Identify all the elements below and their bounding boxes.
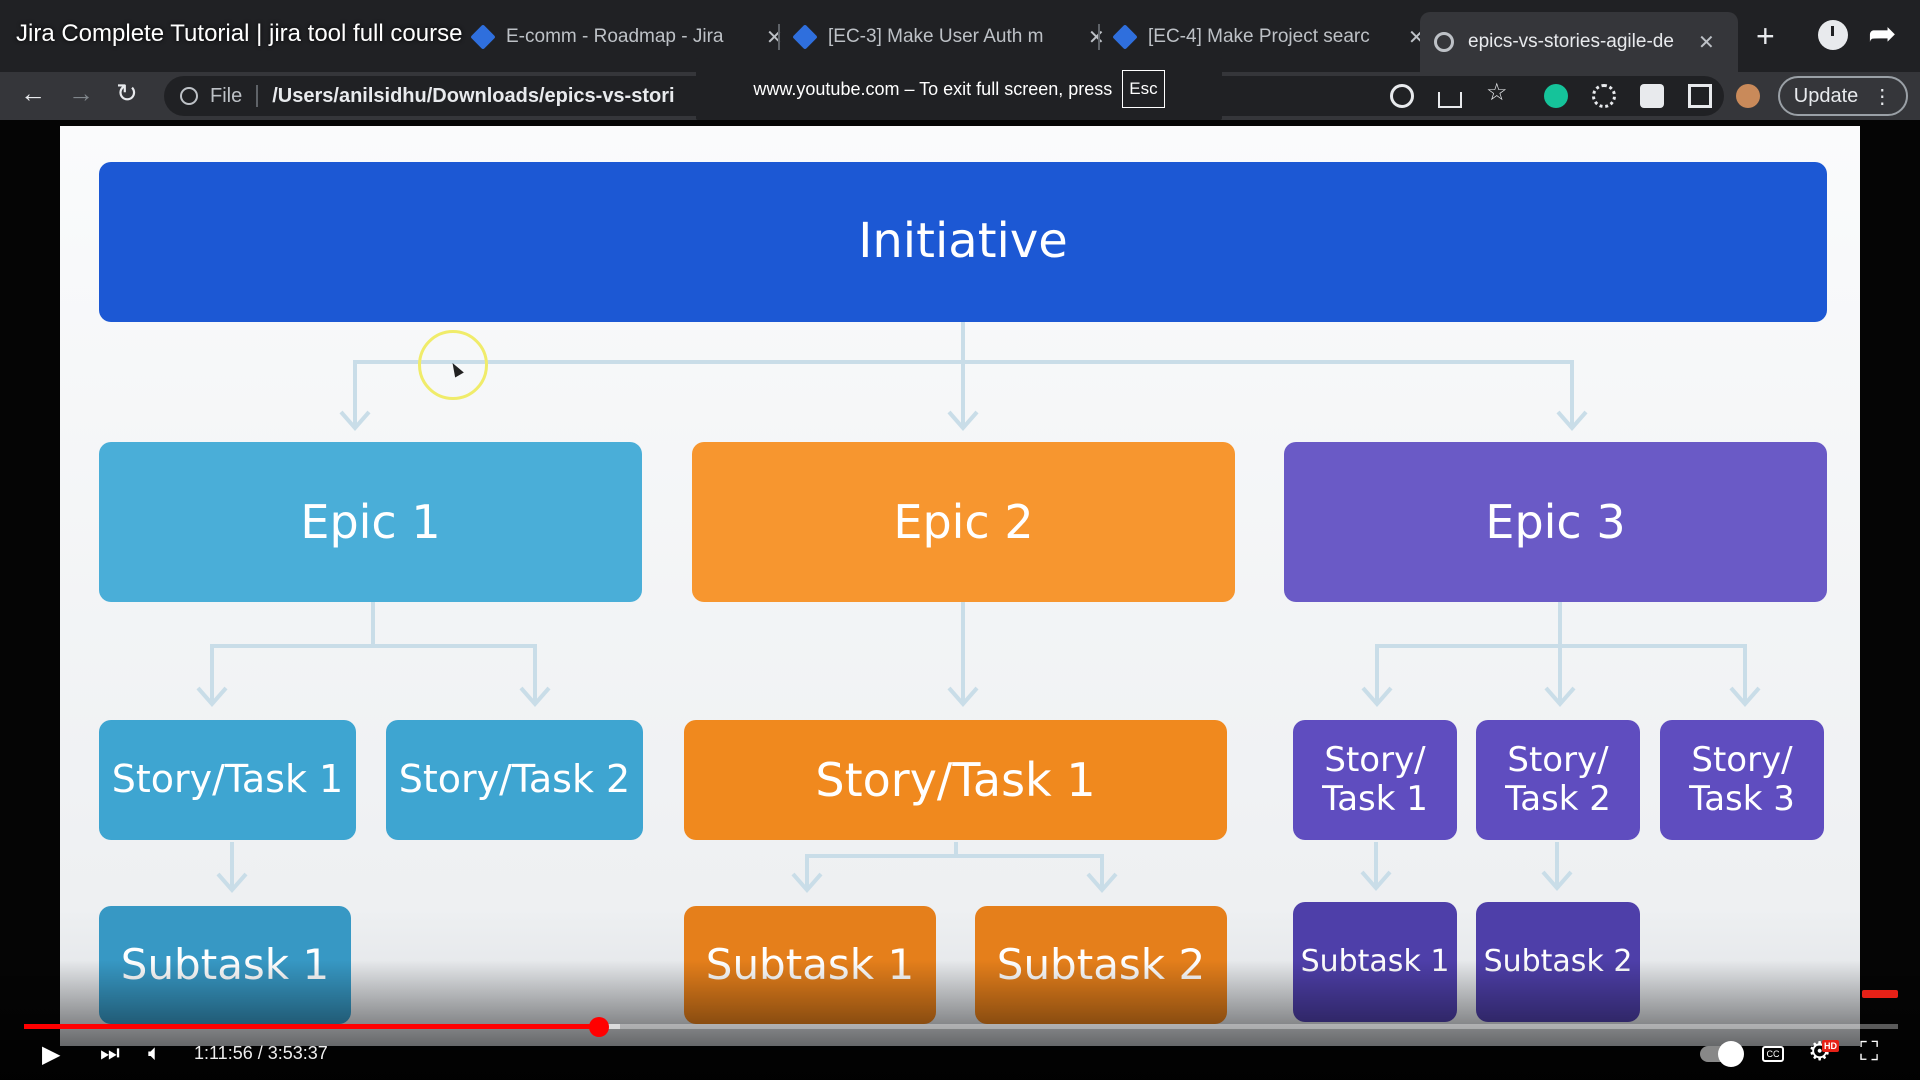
epic2-story-1-box: Story/Task 1 — [684, 720, 1227, 840]
time-display: 1:11:56 / 3:53:37 — [194, 1043, 328, 1063]
tab-separator — [1098, 24, 1100, 50]
tab-epics-vs-stories[interactable]: epics-vs-stories-agile-de ✕ — [1420, 12, 1738, 72]
close-icon[interactable]: ✕ — [766, 26, 783, 49]
epic-3-box: Epic 3 — [1284, 442, 1827, 602]
scheme-label: File — [210, 84, 243, 107]
extensions-icon[interactable] — [1640, 84, 1664, 108]
globe-icon — [1434, 32, 1454, 52]
volume-icon[interactable]: 🔈︎ — [148, 1040, 162, 1065]
video-title[interactable]: Jira Complete Tutorial | jira tool full … — [16, 20, 463, 47]
close-icon[interactable]: ✕ — [1088, 26, 1105, 49]
story-line-2: Task 1 — [1322, 779, 1428, 819]
share-page-icon[interactable] — [1438, 92, 1462, 108]
story-line-1: Story/ — [1507, 739, 1609, 780]
bookmark-star-icon[interactable]: ☆ — [1486, 79, 1508, 106]
cursor-highlight — [418, 330, 488, 400]
update-button[interactable]: Update ⋮ — [1778, 76, 1908, 116]
tab-ec4[interactable]: [EC-4] Make Project searc ✕ — [1102, 12, 1439, 62]
avatar[interactable] — [1736, 84, 1760, 108]
epic1-story-2-box: Story/Task 2 — [386, 720, 643, 840]
hd-badge: HD — [1822, 1040, 1839, 1052]
epic3-story-1-box: Story/ Task 1 — [1293, 720, 1457, 840]
epic-2-box: Epic 2 — [692, 442, 1235, 602]
tab-label: [EC-3] Make User Auth m — [828, 26, 1044, 47]
captions-icon[interactable]: CC — [1762, 1046, 1784, 1062]
tab-label: E-comm - Roadmap - Jira — [506, 26, 724, 47]
youtube-badge-icon — [1862, 990, 1898, 998]
initiative-box: Initiative — [99, 162, 1827, 322]
info-icon[interactable] — [180, 87, 198, 105]
share-icon[interactable]: ➦ — [1868, 15, 1897, 53]
url-text[interactable]: /Users/anilsidhu/Downloads/epics-vs-stor… — [272, 84, 675, 107]
back-icon[interactable]: ← — [20, 78, 46, 108]
progress-bar[interactable] — [24, 1024, 1898, 1029]
reload-icon[interactable]: ↻ — [116, 78, 138, 108]
more-menu-icon[interactable]: ⋮ — [1872, 85, 1893, 108]
tab-ec3[interactable]: [EC-3] Make User Auth m ✕ — [782, 12, 1119, 62]
fullscreen-exit-toast: www.youtube.com – To exit full screen, p… — [696, 58, 1222, 120]
tab-separator — [778, 24, 780, 50]
epic1-story-1-box: Story/Task 1 — [99, 720, 356, 840]
connector-lines — [196, 322, 1761, 894]
jira-icon — [470, 24, 496, 50]
grammarly-icon[interactable] — [1544, 84, 1568, 108]
toast-message: www.youtube.com – To exit full screen, p… — [753, 78, 1113, 99]
google-icon[interactable] — [1390, 84, 1414, 108]
jira-icon — [792, 24, 818, 50]
browser-chrome: E-comm - Roadmap - Jira ✕ [EC-3] Make Us… — [0, 0, 1920, 120]
tab-strip: E-comm - Roadmap - Jira ✕ [EC-3] Make Us… — [0, 0, 1920, 72]
esc-key-badge: Esc — [1122, 70, 1165, 108]
omnibox-divider — [256, 85, 259, 107]
close-icon[interactable]: ✕ — [1698, 31, 1715, 54]
jira-icon — [1112, 24, 1138, 50]
tab-roadmap[interactable]: E-comm - Roadmap - Jira ✕ — [460, 12, 797, 62]
story-line-1: Story/ — [1324, 739, 1426, 780]
react-devtools-icon[interactable] — [1592, 84, 1616, 108]
epic3-story-3-box: Story/ Task 3 — [1660, 720, 1824, 840]
story-line-2: Task 2 — [1505, 779, 1611, 819]
scrubber-handle[interactable] — [589, 1017, 610, 1037]
watch-later-icon[interactable] — [1818, 20, 1848, 50]
forward-icon[interactable]: → — [68, 78, 94, 108]
next-icon[interactable]: ⏭ — [100, 1040, 120, 1065]
epic-1-box: Epic 1 — [99, 442, 642, 602]
new-tab-button[interactable]: + — [1756, 18, 1775, 54]
tab-label: epics-vs-stories-agile-de — [1468, 31, 1674, 52]
controls-gradient — [0, 960, 1920, 1080]
update-label: Update — [1793, 84, 1859, 107]
slide: Initiative Epic 1 Epic 2 Epic 3 Story/Ta… — [60, 126, 1860, 1046]
tab-label: [EC-4] Make Project searc — [1148, 26, 1370, 47]
played-bar — [24, 1024, 600, 1029]
play-icon[interactable]: ▶ — [42, 1041, 61, 1068]
story-line-2: Task 3 — [1689, 779, 1795, 819]
exit-fullscreen-icon[interactable]: ⛶ — [1860, 1036, 1879, 1066]
side-panel-icon[interactable] — [1688, 84, 1712, 108]
epic3-story-2-box: Story/ Task 2 — [1476, 720, 1640, 840]
story-line-1: Story/ — [1691, 739, 1793, 780]
autoplay-toggle[interactable] — [1700, 1041, 1744, 1067]
